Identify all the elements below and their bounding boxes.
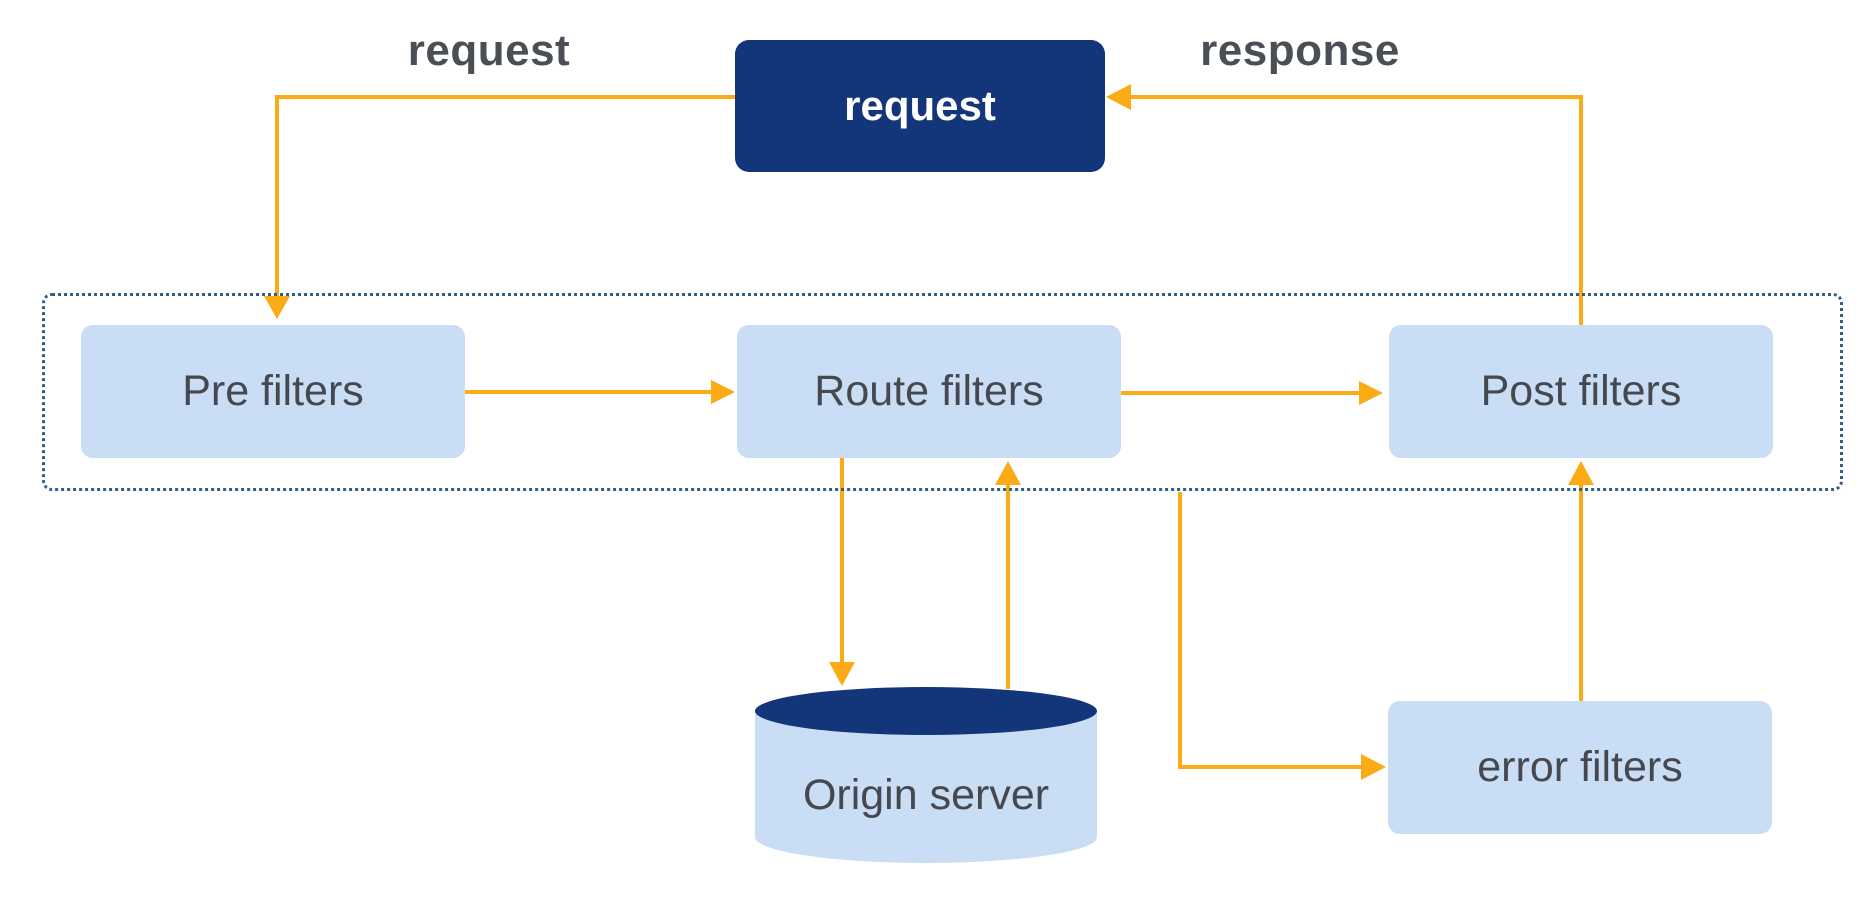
arrowhead-down-origin-server-icon (829, 662, 855, 686)
arrowhead-right-error-filters-icon (1361, 754, 1386, 780)
arrowhead-down-pre-filters-icon (264, 296, 290, 319)
node-pre-filters: Pre filters (81, 325, 465, 458)
arrowhead-up-post-filters-icon (1568, 461, 1594, 485)
origin-server-label: Origin server (802, 770, 1050, 819)
edge-post-to-request-response (1129, 95, 1583, 325)
cylinder-top (755, 687, 1097, 735)
filters-container (42, 293, 1843, 491)
arrowhead-right-route-filters-icon (711, 380, 735, 404)
arrowhead-up-route-filters-icon (995, 461, 1021, 485)
edge-container-to-error (1178, 492, 1363, 769)
arrowhead-left-request-icon (1106, 84, 1131, 110)
node-origin-server: Origin server (755, 687, 1097, 863)
edge-request-to-pre-filters (275, 95, 735, 298)
node-route-filters: Route filters (737, 325, 1121, 458)
cylinder-body (755, 711, 1097, 863)
node-request: request (735, 40, 1105, 172)
node-error-filters: error filters (1388, 701, 1772, 834)
node-post-filters: Post filters (1389, 325, 1773, 458)
arrowhead-right-post-filters-icon (1359, 381, 1383, 405)
edge-label-response: response (1200, 26, 1400, 75)
edge-label-request: request (407, 26, 571, 75)
